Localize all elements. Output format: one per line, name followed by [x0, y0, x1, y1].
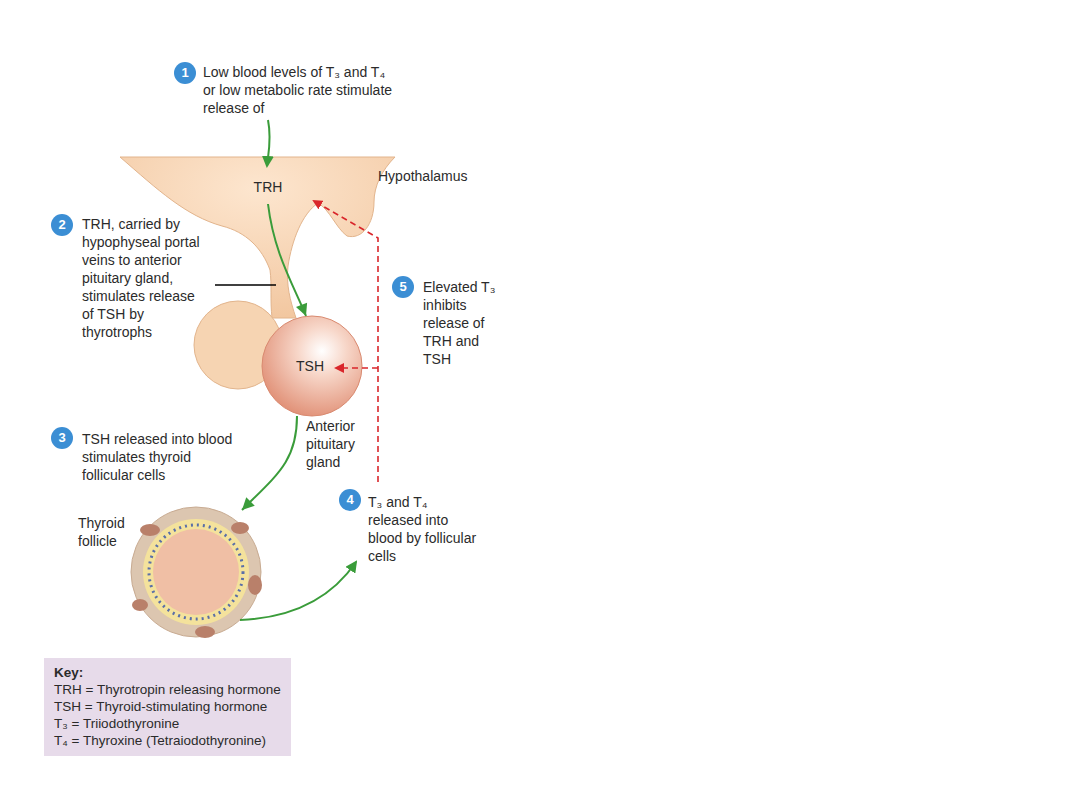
thyroid-follicle-region: Thyroid follicle — [132, 508, 260, 636]
release-arrow — [240, 562, 356, 620]
step-text: T₃ and T₄ released into blood by follicu… — [368, 493, 480, 565]
part-name: Anterior pituitary gland — [306, 417, 378, 471]
feedback-line — [336, 367, 378, 369]
flow-line — [242, 416, 297, 510]
flow-arrow — [268, 204, 307, 316]
step-text: Elevated T₃ inhibits release of TRH and … — [423, 278, 505, 368]
callout-number: 4 — [339, 489, 361, 511]
hypothalamus-region: TRHHypothalamus — [235, 170, 301, 204]
key-entry: TRH = Thyrotropin releasing hormone — [54, 681, 281, 698]
part-name: Thyroid follicle — [78, 514, 142, 550]
callout-number: 2 — [51, 214, 73, 236]
callout-number: 3 — [51, 427, 73, 449]
key-heading: Key: — [54, 664, 281, 681]
key-entry: T₃ = Triiodothyronine — [54, 715, 281, 732]
flow-arrow — [242, 416, 297, 510]
anterior-pituitary-region: TSHAnterior pituitary gland — [260, 316, 360, 416]
arrowhead — [296, 303, 307, 316]
arrowhead — [242, 497, 255, 510]
step-text: TRH, carried by hypophyseal portal veins… — [82, 215, 210, 341]
hormone-label: TSH — [260, 316, 360, 375]
key-box: Key:TRH = Thyrotropin releasing hormoneT… — [44, 658, 291, 756]
step-text: Low blood levels of T₃ and T₄ or low met… — [203, 63, 393, 117]
stimulus-arrow — [267, 120, 270, 166]
step-text: TSH released into blood stimulates thyro… — [82, 430, 242, 484]
hormone-label: TRH — [235, 170, 301, 196]
leader-line — [215, 284, 276, 286]
thyroid-follicle — [131, 507, 262, 638]
callout-number: 5 — [392, 276, 414, 298]
flow-line — [268, 204, 306, 316]
callout-number: 1 — [174, 62, 196, 84]
part-name: Hypothalamus — [378, 167, 498, 185]
key-entry: TSH = Thyroid-stimulating hormone — [54, 698, 281, 715]
key-entry: T₄ = Thyroxine (Tetraiodothyronine) — [54, 732, 281, 749]
